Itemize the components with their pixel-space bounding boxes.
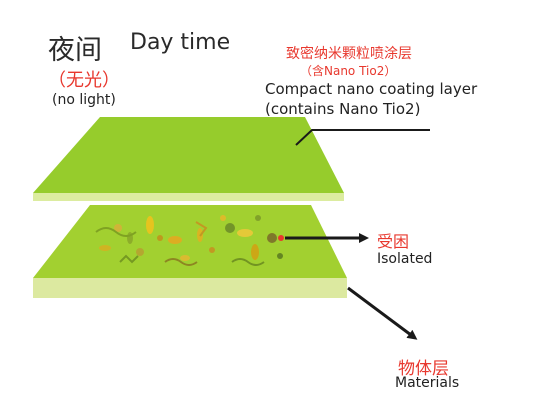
no-light-label-en: (no light) xyxy=(52,92,116,108)
title-zh: 夜间 xyxy=(48,35,102,66)
coating-label-zh: 致密纳米颗粒喷涂层 xyxy=(286,46,412,62)
coating-layer xyxy=(33,117,344,201)
coating-contains-zh: （含Nano Tio2） xyxy=(300,64,397,78)
coating-layer-side xyxy=(33,193,344,201)
materials-label-zh: 物体层 xyxy=(398,359,449,379)
material-layer-top xyxy=(33,205,347,278)
material-layer-side xyxy=(33,278,347,298)
materials-arrow xyxy=(347,286,418,340)
coating-leader-line xyxy=(295,129,430,146)
no-light-label-zh: （无光） xyxy=(48,70,120,91)
coating-layer-top xyxy=(33,117,344,193)
isolated-label-zh: 受困 xyxy=(377,232,410,251)
microbe-pattern xyxy=(95,215,283,266)
coating-label-en-line1: Compact nano coating layer xyxy=(265,80,478,98)
material-layer xyxy=(33,205,347,298)
materials-label-en: Materials xyxy=(395,375,460,391)
isolated-label-en: Isolated xyxy=(377,251,433,267)
title-en: Day time xyxy=(130,30,231,55)
coating-label-en-line2: (contains Nano Tio2) xyxy=(265,100,421,118)
isolated-target-dot xyxy=(278,235,284,241)
